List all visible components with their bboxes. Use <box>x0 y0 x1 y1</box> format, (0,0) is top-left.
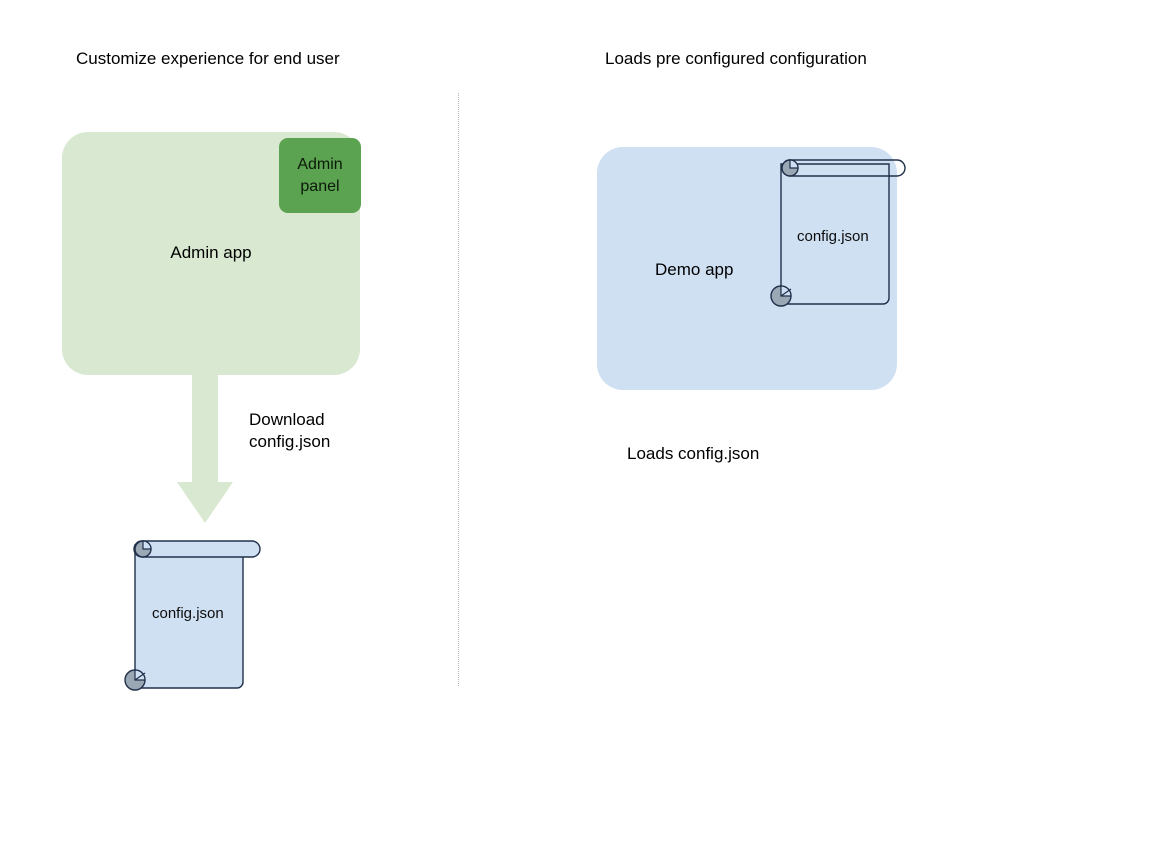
demo-app-box[interactable] <box>597 147 897 390</box>
left-column-heading: Customize experience for end user <box>76 49 340 68</box>
admin-app-label: Admin app <box>170 243 252 262</box>
document-scroll-icon <box>124 540 261 691</box>
config-json-document-left[interactable]: config.json <box>118 527 268 692</box>
admin-panel-label-line1: Admin <box>297 155 343 173</box>
download-arrow <box>176 372 236 527</box>
download-arrow-label-line1: Download <box>249 410 325 429</box>
document-scroll-icon <box>770 159 906 307</box>
admin-panel-label: Admin panel <box>297 154 342 198</box>
download-arrow-label-line2: config.json <box>249 432 331 451</box>
config-json-document-right-label: config.json <box>797 228 869 245</box>
admin-panel-label-line2: panel <box>300 177 340 195</box>
config-json-document-right[interactable]: config.json <box>768 150 918 312</box>
vertical-dotted-divider <box>458 93 459 686</box>
download-arrow-icon <box>177 372 233 523</box>
demo-app-label: Demo app <box>655 260 734 279</box>
loads-config-caption: Loads config.json <box>627 444 760 463</box>
right-column-heading: Loads pre configured configuration <box>605 49 867 68</box>
download-arrow-label: Download config.json <box>249 409 330 453</box>
admin-panel-box[interactable]: Admin panel <box>279 138 361 213</box>
config-json-document-left-label: config.json <box>152 605 224 622</box>
